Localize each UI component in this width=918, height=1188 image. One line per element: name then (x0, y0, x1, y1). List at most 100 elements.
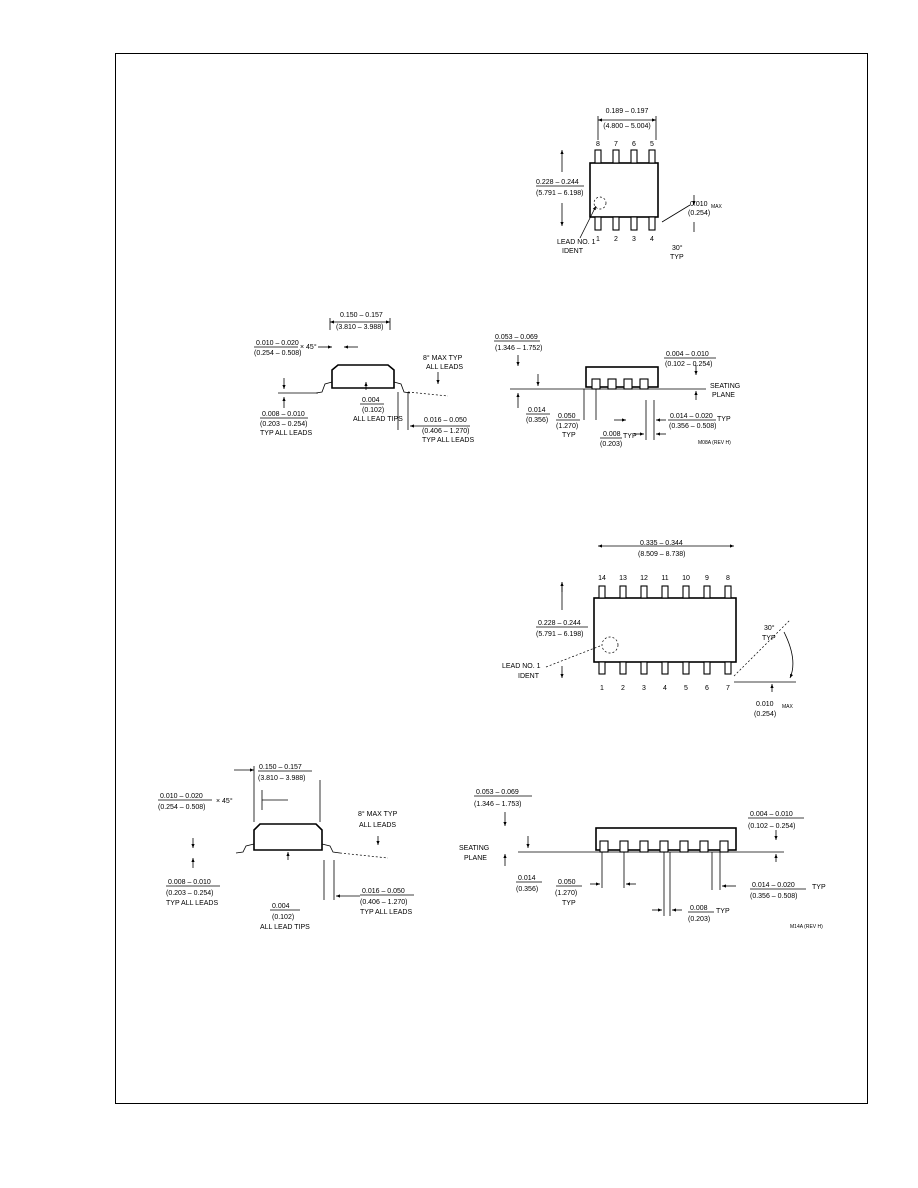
so14-corner-in: 0.010 (756, 701, 774, 708)
so14-pin-label: 9 (705, 575, 709, 582)
so14-pin1-dimple (601, 636, 619, 654)
so8-standoff-in: 0.004 – 0.010 (666, 351, 709, 358)
so14-pin-label: 4 (663, 685, 667, 692)
so14-thick-in: 0.008 – 0.010 (168, 879, 211, 886)
so8-max8-leads: ALL LEADS (426, 364, 463, 371)
so8-end-view: 0.150 – 0.157 (3.810 – 3.988) 0.010 – 0.… (254, 312, 474, 444)
so8-pin (630, 149, 638, 164)
so8-lw-mm: (0.356 – 0.508) (669, 423, 716, 430)
so14-lead1-leader (545, 645, 601, 668)
so14-pin (703, 661, 711, 675)
so8-end-width-in: 0.150 – 0.157 (340, 312, 383, 319)
so8-tip-label: ALL LEAD TIPS (353, 416, 403, 423)
so14-a-in: 0.014 (518, 875, 536, 882)
so14-max8: 8° MAX TYP (358, 810, 398, 818)
so14-lw-mm: (0.356 – 0.508) (750, 893, 797, 900)
so14-drawing-number: M14A (REV H) (790, 924, 823, 930)
so14-angle-arc (783, 631, 794, 679)
so8-height-in: 0.228 – 0.244 (536, 179, 579, 186)
so8-pin-label: 7 (614, 141, 618, 148)
so8-thick-mm: (0.203 – 0.254) (260, 421, 307, 428)
so8-tip-in: 0.004 (362, 397, 380, 404)
so14-end-lead-right (321, 843, 341, 854)
so8-foot-mm: (0.406 – 1.270) (422, 428, 469, 435)
so14-pin-label: 7 (726, 685, 730, 692)
so14-side-lead (699, 840, 709, 853)
so8-width-in: 0.189 – 0.197 (606, 108, 649, 115)
so14-height-mm: (5.791 – 6.198) (536, 631, 583, 638)
so14-max8-leads: ALL LEADS (359, 822, 396, 829)
so8-corner-leader (661, 204, 691, 223)
so8-pin (630, 216, 638, 231)
so14-side-lead (599, 840, 609, 853)
so14-pin (619, 661, 627, 675)
so14-foot-label: TYP ALL LEADS (360, 909, 412, 916)
so8-lw-typ: TYP (717, 416, 731, 423)
so8-max8-dashed (407, 391, 449, 397)
so8-pin-label: 8 (596, 141, 600, 148)
so8-pin-label: 3 (632, 236, 636, 243)
so8-pin-label: 1 (596, 236, 600, 243)
so8-thick-label: TYP ALL LEADS (260, 430, 312, 437)
so14-end-width-in: 0.150 – 0.157 (259, 764, 302, 771)
so14-standoff-mm: (0.102 – 0.254) (748, 823, 795, 830)
so8-body-outline (589, 162, 659, 218)
so14-corner-max: MAX (782, 704, 794, 710)
so8-corner-max: MAX (711, 204, 723, 210)
so14-side-lead (679, 840, 689, 853)
so14-side-leads (599, 840, 729, 853)
so14-pin-label: 2 (621, 685, 625, 692)
page-frame (115, 53, 868, 1104)
so8-pin (648, 216, 656, 231)
so14-pitch-typ: TYP (562, 900, 576, 907)
so14-end-view: 0.150 – 0.157 (3.810 – 3.988) 0.010 – 0.… (158, 764, 414, 931)
so8-height-mm: (5.791 – 6.198) (536, 190, 583, 197)
so14-seating-plane: PLANE (464, 855, 487, 862)
so8-h-mm: (1.346 – 1.752) (495, 345, 542, 352)
so8-h-in: 0.053 – 0.069 (495, 334, 538, 341)
so14-side-lead (639, 840, 649, 853)
so14-end-width-mm: (3.810 – 3.988) (258, 775, 305, 782)
so8-foot-label: TYP ALL LEADS (422, 437, 474, 444)
so14-pin (640, 585, 648, 599)
so14-pin-label: 12 (640, 575, 648, 582)
so8-foot-in: 0.016 – 0.050 (424, 417, 467, 424)
so14-pin-label: 8 (726, 575, 730, 582)
so14-side-lead (619, 840, 629, 853)
so14-pin (682, 585, 690, 599)
so8-lw-in: 0.014 – 0.020 (670, 413, 713, 420)
so8-side-view: 0.004 – 0.010 (0.102 – 0.254) SEATING PL… (494, 334, 740, 448)
so14-pin (724, 661, 732, 675)
so8-lt-in: 0.008 (603, 431, 621, 438)
so8-pin-label: 5 (650, 141, 654, 148)
so8-lead-ident: LEAD NO. 1 (557, 239, 596, 246)
so14-end-lead-left (235, 843, 255, 854)
so14-corner-mm: (0.254) (754, 711, 776, 718)
so14-thick-mm: (0.203 – 0.254) (166, 890, 213, 897)
so14-lead-ident: IDENT (518, 673, 540, 680)
so8-width-mm: (4.800 – 5.004) (603, 123, 650, 130)
so14-top-view: 14 13 12 11 10 9 8 1 2 3 4 5 6 7 0.335 –… (502, 540, 796, 718)
so8-pin-label: 4 (650, 236, 654, 243)
so8-side-lead (591, 378, 601, 390)
so14-chamfer-x45: × 45° (216, 797, 233, 805)
so14-body-outline (593, 597, 737, 663)
so14-side-lead (659, 840, 669, 853)
so8-chamfer-mm: (0.254 – 0.508) (254, 350, 301, 357)
so8-corner-mm: (0.254) (688, 210, 710, 217)
so14-lead-ident: LEAD NO. 1 (502, 663, 541, 670)
so14-lt-typ: TYP (716, 908, 730, 915)
so14-pin (682, 661, 690, 675)
so8-pin (648, 149, 656, 164)
so8-corner-in: 0.010 (690, 201, 708, 208)
so14-pin (661, 585, 669, 599)
so14-lt-in: 0.008 (690, 905, 708, 912)
so14-pitch-in: 0.050 (558, 879, 576, 886)
so14-angle: 30° (764, 624, 775, 632)
so14-chamfer-mm: (0.254 – 0.508) (158, 804, 205, 811)
so8-pitch-mm: (1.270) (556, 423, 578, 430)
so8-chamfer-x45: × 45° (300, 343, 317, 351)
so14-h-mm: (1.346 – 1.753) (474, 801, 521, 808)
so8-pin (612, 216, 620, 231)
so8-end-lead-left (315, 381, 333, 394)
